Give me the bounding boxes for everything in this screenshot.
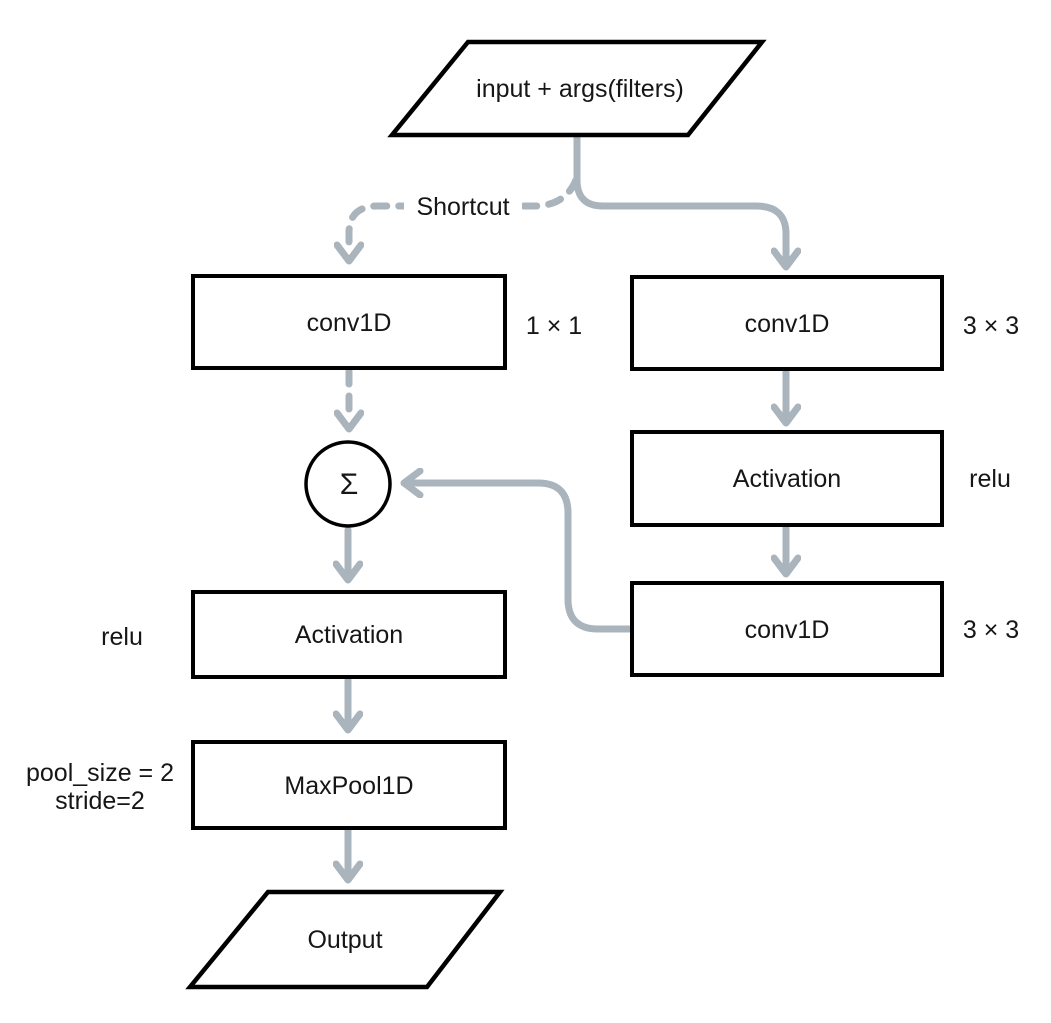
maxpool-annotation-line2: stride=2	[55, 787, 145, 815]
activation-branch-node	[630, 430, 944, 527]
node-labels: input + args(filters) conv1D conv1D Acti…	[284, 75, 841, 954]
conv1d-shortcut-label: conv1D	[307, 309, 392, 337]
shortcut-label: Shortcut	[416, 193, 509, 221]
sum-node	[304, 440, 392, 528]
shortcut-label-bg	[404, 191, 522, 222]
activation-branch-annotation: relu	[969, 465, 1011, 493]
conv1d-branch1-annotation: 3 × 3	[963, 312, 1019, 340]
conv-branch2-to-sum-edge	[413, 483, 636, 633]
conv1d-branch2-label: conv1D	[745, 616, 830, 644]
input-node	[387, 39, 767, 138]
conv1d-branch1-label: conv1D	[745, 310, 830, 338]
conv1d-branch1-node	[630, 275, 944, 371]
annotations: 1 × 1 3 × 3 relu 3 × 3 relu pool_size = …	[26, 312, 1019, 815]
maxpool-node	[191, 740, 507, 830]
nodes	[185, 39, 944, 990]
activation-main-node	[191, 590, 507, 679]
conv1d-branch2-node	[630, 581, 944, 677]
connectors	[348, 133, 786, 871]
sum-label: Σ	[340, 468, 359, 501]
conv1d-branch2-annotation: 3 × 3	[963, 616, 1019, 644]
conv1d-shortcut-node	[191, 274, 507, 370]
conv1d-shortcut-annotation: 1 × 1	[526, 312, 582, 340]
input-to-conv-branch-edge	[573, 133, 786, 258]
output-node	[185, 889, 505, 990]
input-label: input + args(filters)	[476, 75, 684, 103]
shortcut-edge	[349, 176, 580, 252]
maxpool-label: MaxPool1D	[284, 772, 413, 800]
activation-main-label: Activation	[295, 621, 403, 649]
activation-branch-label: Activation	[733, 465, 841, 493]
activation-main-annotation: relu	[101, 623, 143, 651]
maxpool-annotation-line1: pool_size = 2	[26, 759, 174, 787]
output-label: Output	[307, 926, 382, 954]
